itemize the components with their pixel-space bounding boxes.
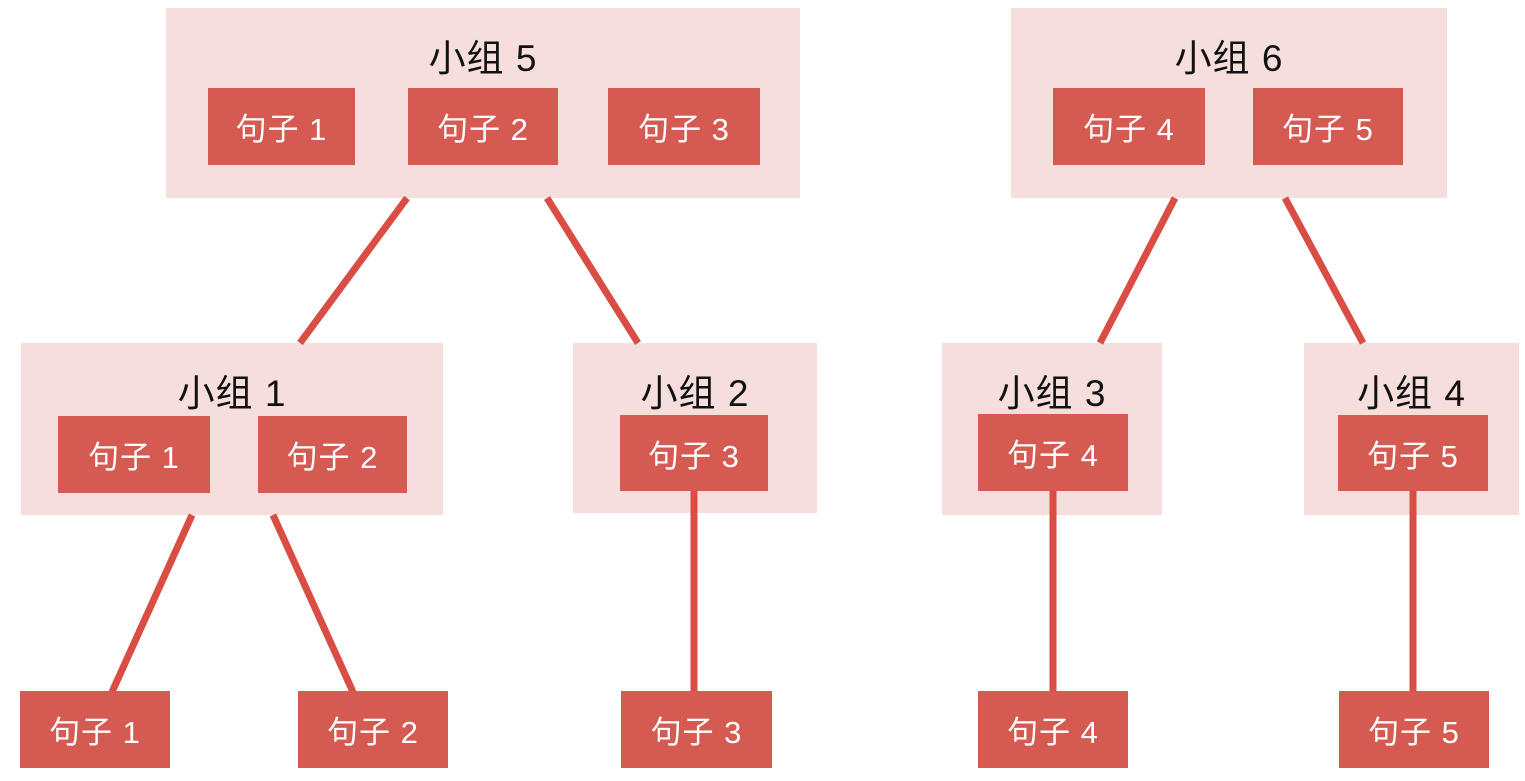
sentence-chip: 句子 1 [208, 88, 355, 165]
leaf-sentence-box: 句子 2 [298, 691, 448, 768]
edge-line-g5-g1 [297, 195, 410, 346]
leaf-sentence-box: 句子 5 [1339, 691, 1489, 768]
sentence-chip: 句子 2 [408, 88, 558, 165]
group-title: 小组 5 [428, 38, 538, 79]
edge-line-g1-s1 [108, 513, 196, 694]
group-title: 小组 1 [177, 373, 287, 414]
leaf-sentence-box: 句子 4 [978, 691, 1128, 768]
sentence-chip: 句子 3 [620, 415, 768, 491]
sentence-chip: 句子 4 [1053, 88, 1205, 165]
sentence-chip: 句子 2 [258, 416, 407, 493]
sentence-chip: 句子 1 [58, 416, 210, 493]
group-title: 小组 3 [997, 373, 1107, 414]
leaf-sentence-box: 句子 1 [20, 691, 170, 768]
sentence-chip: 句子 4 [978, 414, 1128, 491]
sentence-chip: 句子 5 [1253, 88, 1403, 165]
edge-line-g6-g3 [1096, 196, 1179, 345]
group-title: 小组 2 [640, 373, 750, 414]
edge-line-g5-g2 [544, 196, 641, 345]
sentence-chip: 句子 3 [608, 88, 760, 165]
sentence-chip: 句子 5 [1338, 415, 1488, 491]
edge-line-g1-s2 [269, 513, 357, 694]
group-title: 小组 6 [1174, 38, 1284, 79]
group-title: 小组 4 [1357, 373, 1466, 414]
leaf-sentence-box: 句子 3 [621, 691, 772, 768]
edge-line-g6-g4 [1281, 196, 1367, 345]
